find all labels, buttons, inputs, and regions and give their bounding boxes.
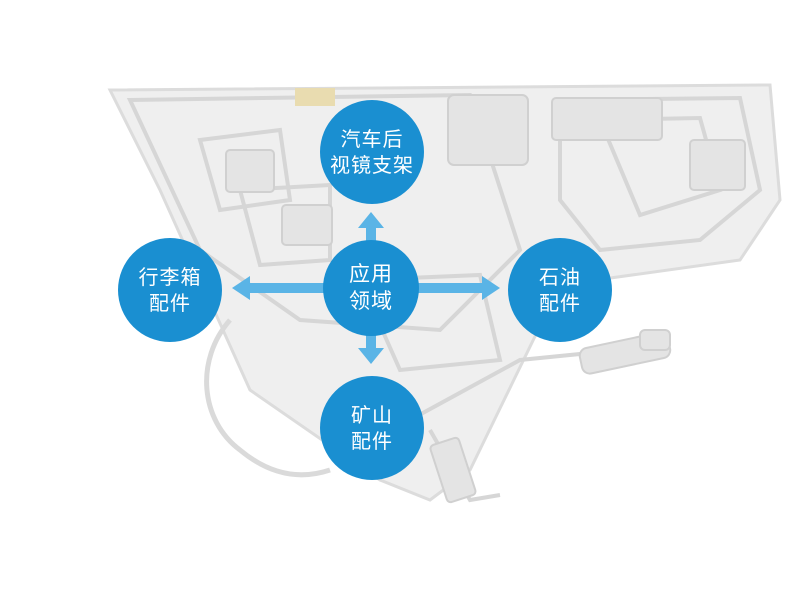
arrow-down bbox=[358, 334, 384, 364]
node-mirror-bracket: 汽车后 视镜支架 bbox=[320, 100, 424, 204]
node-label-line1: 应用 bbox=[349, 261, 393, 286]
node-label-line2: 配件 bbox=[539, 291, 581, 315]
node-label-line2: 领域 bbox=[349, 289, 393, 313]
node-label-line1: 行李箱 bbox=[138, 265, 202, 289]
node-label-line1: 矿山 bbox=[351, 403, 393, 427]
node-petroleum-parts: 石油 配件 bbox=[508, 238, 612, 342]
node-label-line1: 石油 bbox=[539, 265, 581, 289]
arrow-left bbox=[232, 276, 326, 300]
arrow-up bbox=[358, 212, 384, 248]
node-label-line2: 配件 bbox=[351, 429, 393, 453]
node-mining-parts: 矿山 配件 bbox=[320, 376, 424, 480]
node-luggage-parts: 行李箱 配件 bbox=[118, 238, 222, 342]
node-label-line2: 配件 bbox=[149, 291, 191, 315]
node-label-line1: 汽车后 bbox=[340, 127, 404, 151]
node-application-field: 应用 领域 bbox=[323, 240, 419, 336]
node-label-line2: 视镜支架 bbox=[330, 153, 414, 177]
arrow-right bbox=[414, 276, 500, 300]
